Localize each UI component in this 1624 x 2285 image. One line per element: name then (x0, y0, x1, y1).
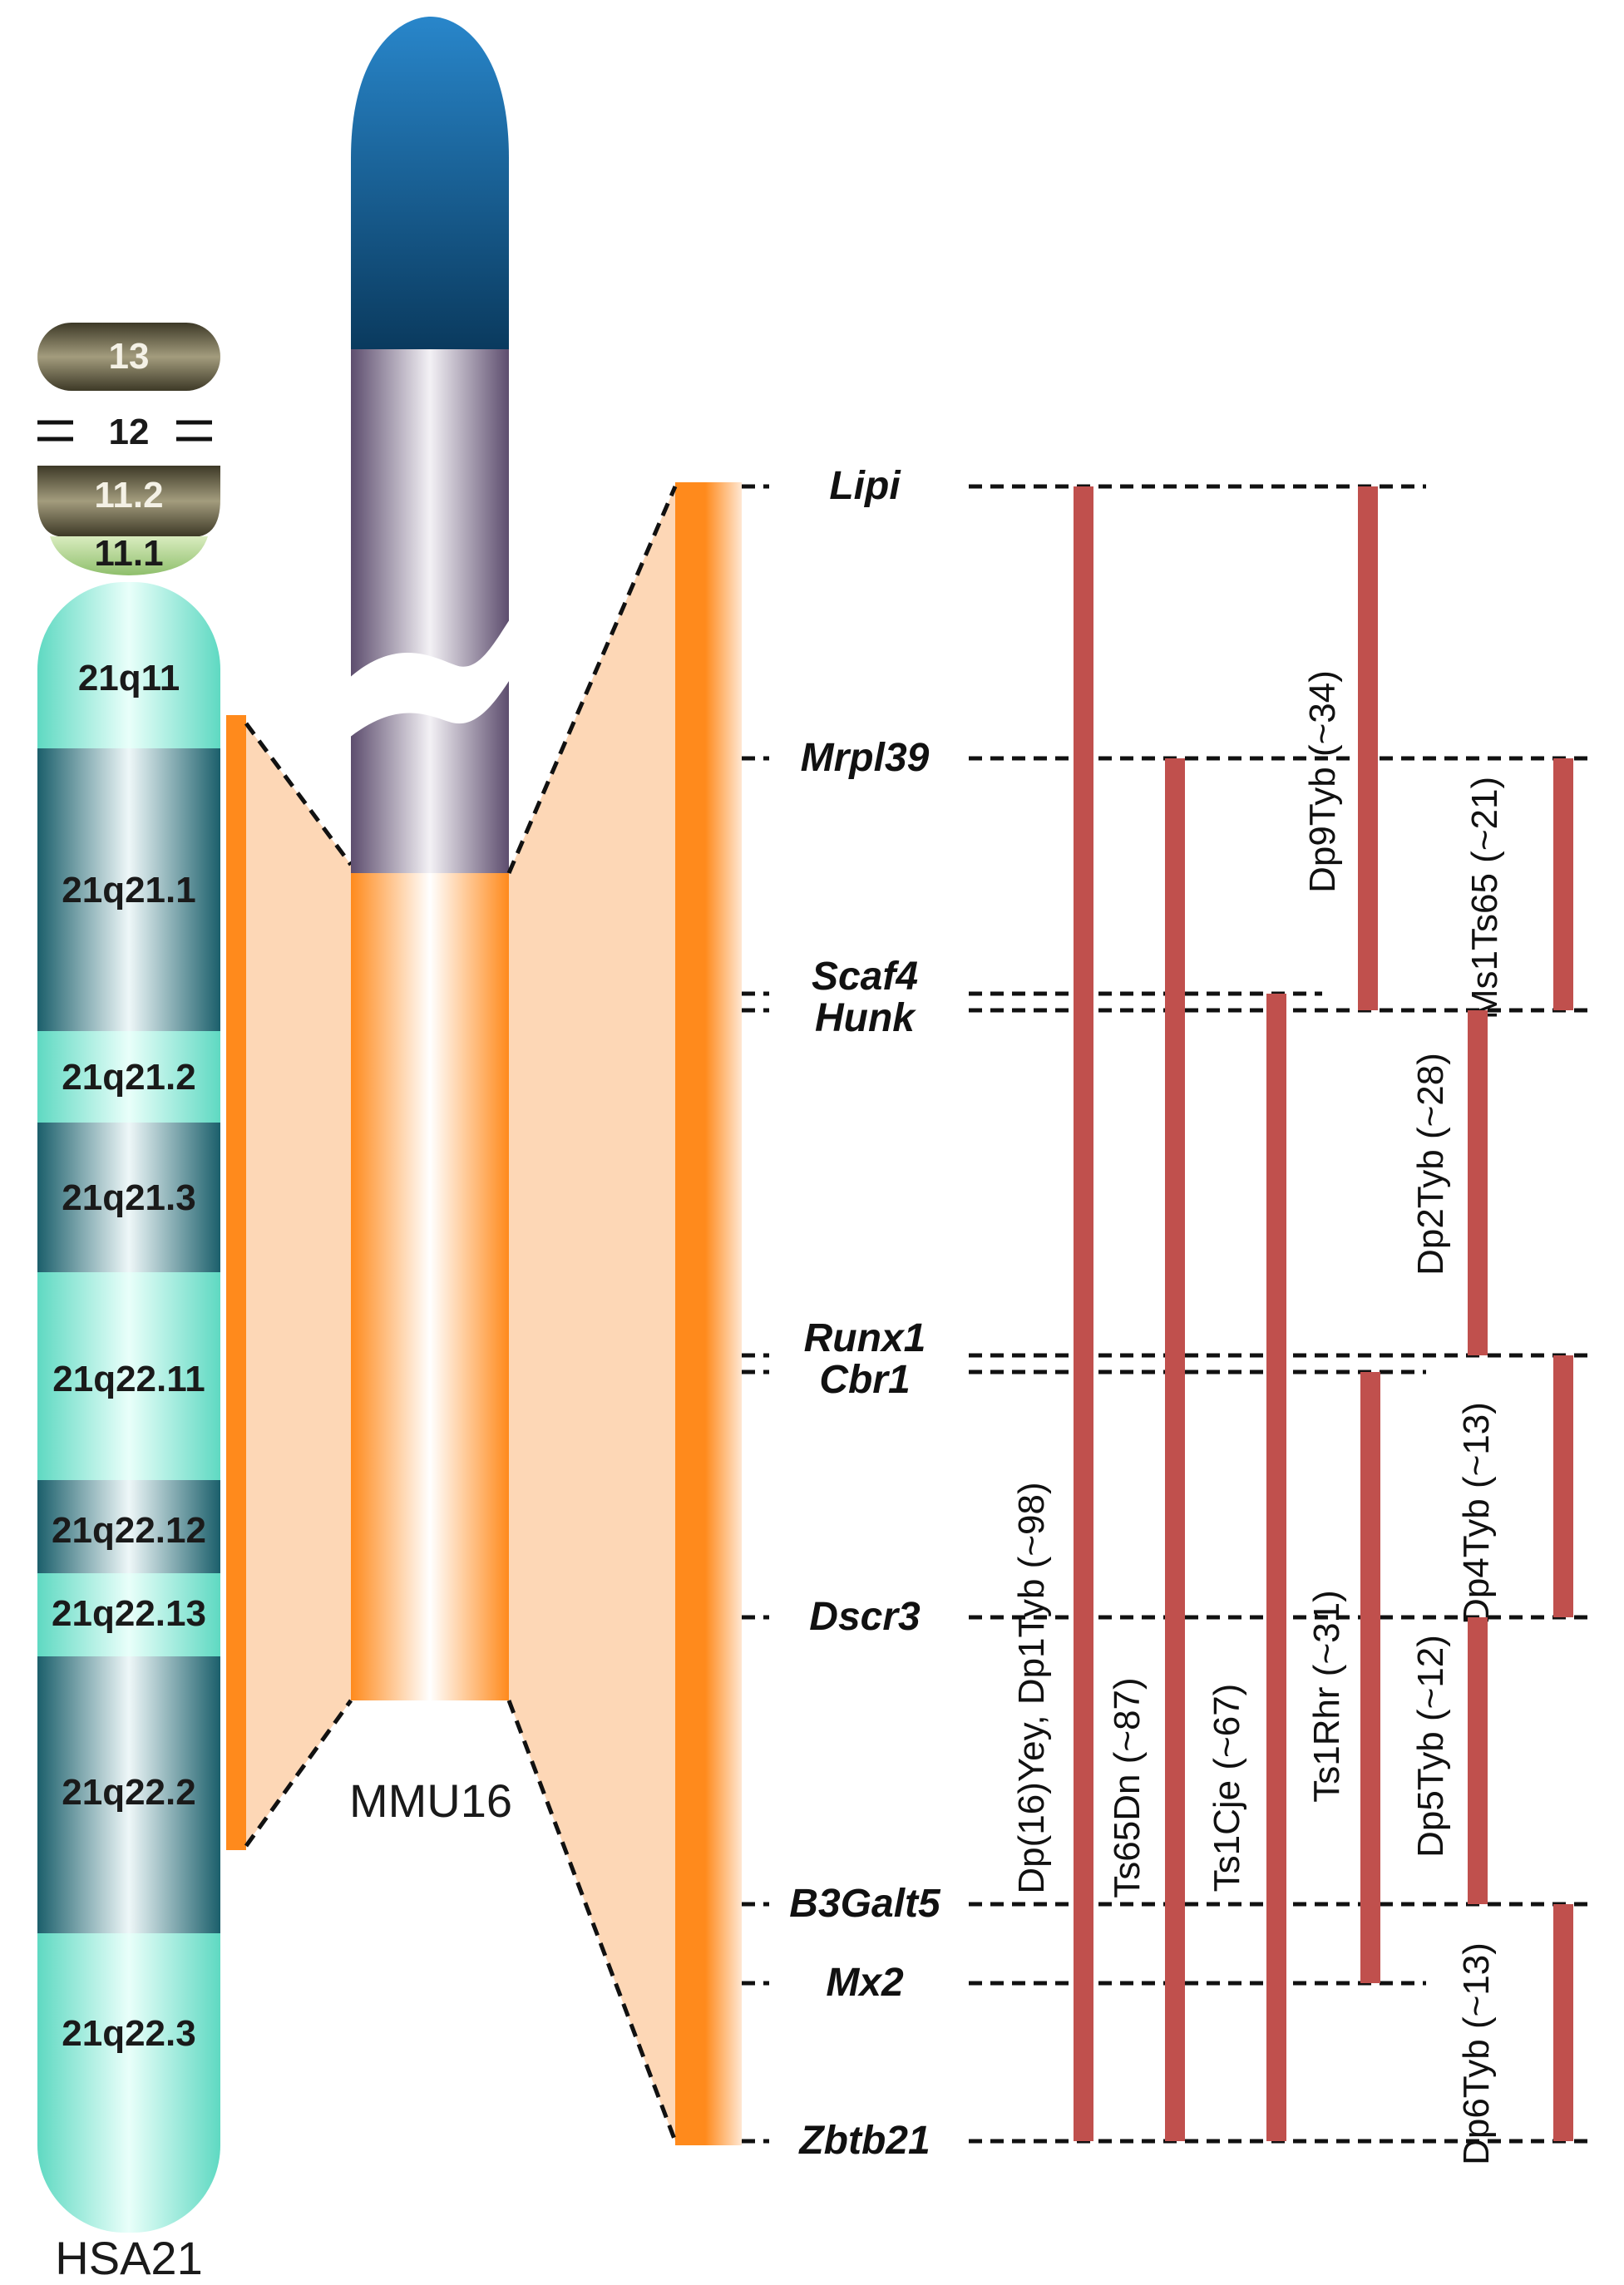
model-bar (1266, 994, 1286, 2141)
gene-label: Dscr3 (809, 1595, 921, 1639)
mmu16-chromosome: MMU16 (337, 17, 524, 1827)
model-bar (1553, 1355, 1573, 1617)
hsa21-name: HSA21 (55, 2232, 202, 2284)
hsa21-chromosome: 13 12 11.2 11.1 21q11 21q21.1 21q21.2 21… (37, 323, 220, 2284)
model-label: Dp(16)Yey, Dp1Tyb (~98) (1011, 1482, 1052, 1893)
expanded-region (506, 482, 742, 2145)
hsa21-band-21q22-2 (37, 1656, 220, 1933)
hsa21-band-21q22-3 (37, 1933, 220, 2233)
model-dp9tyb: Dp9Tyb (~34) (1302, 486, 1378, 1010)
gene-label: Mx2 (826, 1961, 904, 2005)
model-bar (1360, 1372, 1380, 1983)
band-label: 21q21.2 (62, 1057, 195, 1098)
gene-label: Runx1 (804, 1316, 926, 1360)
hsa21-band-21q22-12 (37, 1480, 220, 1573)
band-label: 21q22.11 (52, 1359, 205, 1399)
gene-label: B3Galt5 (789, 1882, 941, 1926)
chromosome-break (337, 599, 524, 748)
model-ts65dn: Ts65Dn (~87) (1107, 758, 1185, 2141)
model-dp6tyb: Dp6Tyb (~13) (1456, 1904, 1573, 2165)
model-ts1cje: Ts1Cje (~67) (1207, 994, 1286, 2141)
model-label: Ms1Ts65 (~21) (1464, 777, 1505, 1019)
band-label: 21q21.1 (62, 870, 195, 911)
band-label: 21q11 (78, 658, 180, 698)
band-label: 12 (109, 412, 150, 452)
band-label: 21q22.13 (52, 1593, 206, 1634)
hsa21-band-21q21-2 (37, 1031, 220, 1123)
hsa21-syntenic-region (226, 715, 353, 1850)
model-bar (1468, 1617, 1488, 1904)
hsa21-band-21q21-3 (37, 1123, 220, 1272)
gene-label: Scaf4 (812, 955, 918, 999)
band-label: 11.1 (94, 533, 163, 574)
model-label: Dp2Tyb (~28) (1410, 1053, 1451, 1276)
hsa21-band-12-marker (37, 420, 212, 442)
gene-label: Zbtb21 (797, 2119, 930, 2163)
hsa21-band-11-2 (37, 466, 220, 536)
model-ms1ts65: Ms1Ts65 (~21) (1464, 758, 1573, 1019)
gene-cbr1: Cbr1 (742, 1358, 1426, 1402)
gene-label: Mrpl39 (801, 736, 930, 780)
model-label: Ts65Dn (~87) (1107, 1677, 1148, 1898)
gene-scaf4: Scaf4 (742, 955, 1322, 999)
model-bar (1553, 1904, 1573, 2141)
gene-label: Lipi (829, 464, 901, 508)
model-bar (1165, 758, 1185, 2141)
band-label: 13 (109, 336, 150, 377)
model-bar (1074, 486, 1093, 2141)
hsa21-band-11-1 (50, 536, 208, 575)
gene-label: Hunk (815, 996, 916, 1040)
gene-lipi: Lipi (742, 464, 1426, 508)
model-dp5tyb: Dp5Tyb (~12) (1410, 1617, 1488, 1904)
model-label: Ts1Cje (~67) (1207, 1684, 1247, 1893)
model-ts1rhr: Ts1Rhr (~31) (1306, 1372, 1380, 1983)
hsa21-band-13 (37, 323, 220, 391)
band-label: 21q22.2 (62, 1772, 195, 1813)
model-label: Dp6Tyb (~13) (1456, 1942, 1497, 2165)
model-label: Ts1Rhr (~31) (1306, 1590, 1347, 1803)
band-label: 11.2 (94, 475, 163, 516)
model-label: Dp4Tyb (~13) (1456, 1402, 1497, 1625)
model-dp2tyb: Dp2Tyb (~28) (1410, 1010, 1488, 1355)
model-bar (1553, 758, 1573, 1010)
model-bar (1358, 486, 1378, 1010)
gene-label: Cbr1 (819, 1358, 910, 1402)
model-layer: Dp(16)Yey, Dp1Tyb (~98) Ts65Dn (~87) Ts1Cj… (1011, 486, 1573, 2165)
band-label: 21q22.12 (52, 1510, 206, 1551)
model-label: Dp9Tyb (~34) (1302, 670, 1343, 893)
hsa21-band-21q11 (37, 582, 220, 748)
gene-mx2: Mx2 (742, 1961, 1426, 2005)
model-label: Dp5Tyb (~12) (1410, 1635, 1451, 1858)
hsa21-band-21q21-1 (37, 748, 220, 1031)
hsa21-band-21q22-11 (37, 1272, 220, 1480)
hsa21-band-21q22-13 (37, 1573, 220, 1656)
model-bar (1468, 1010, 1488, 1355)
gene-mrpl39: Mrpl39 (742, 736, 1588, 780)
mmu16-name: MMU16 (349, 1774, 512, 1827)
band-label: 21q21.3 (62, 1177, 195, 1218)
model-dp4tyb: Dp4Tyb (~13) (1456, 1355, 1573, 1625)
band-label: 21q22.3 (62, 2013, 195, 2054)
model-dp-16-yey-: Dp(16)Yey, Dp1Tyb (~98) (1011, 486, 1093, 2141)
